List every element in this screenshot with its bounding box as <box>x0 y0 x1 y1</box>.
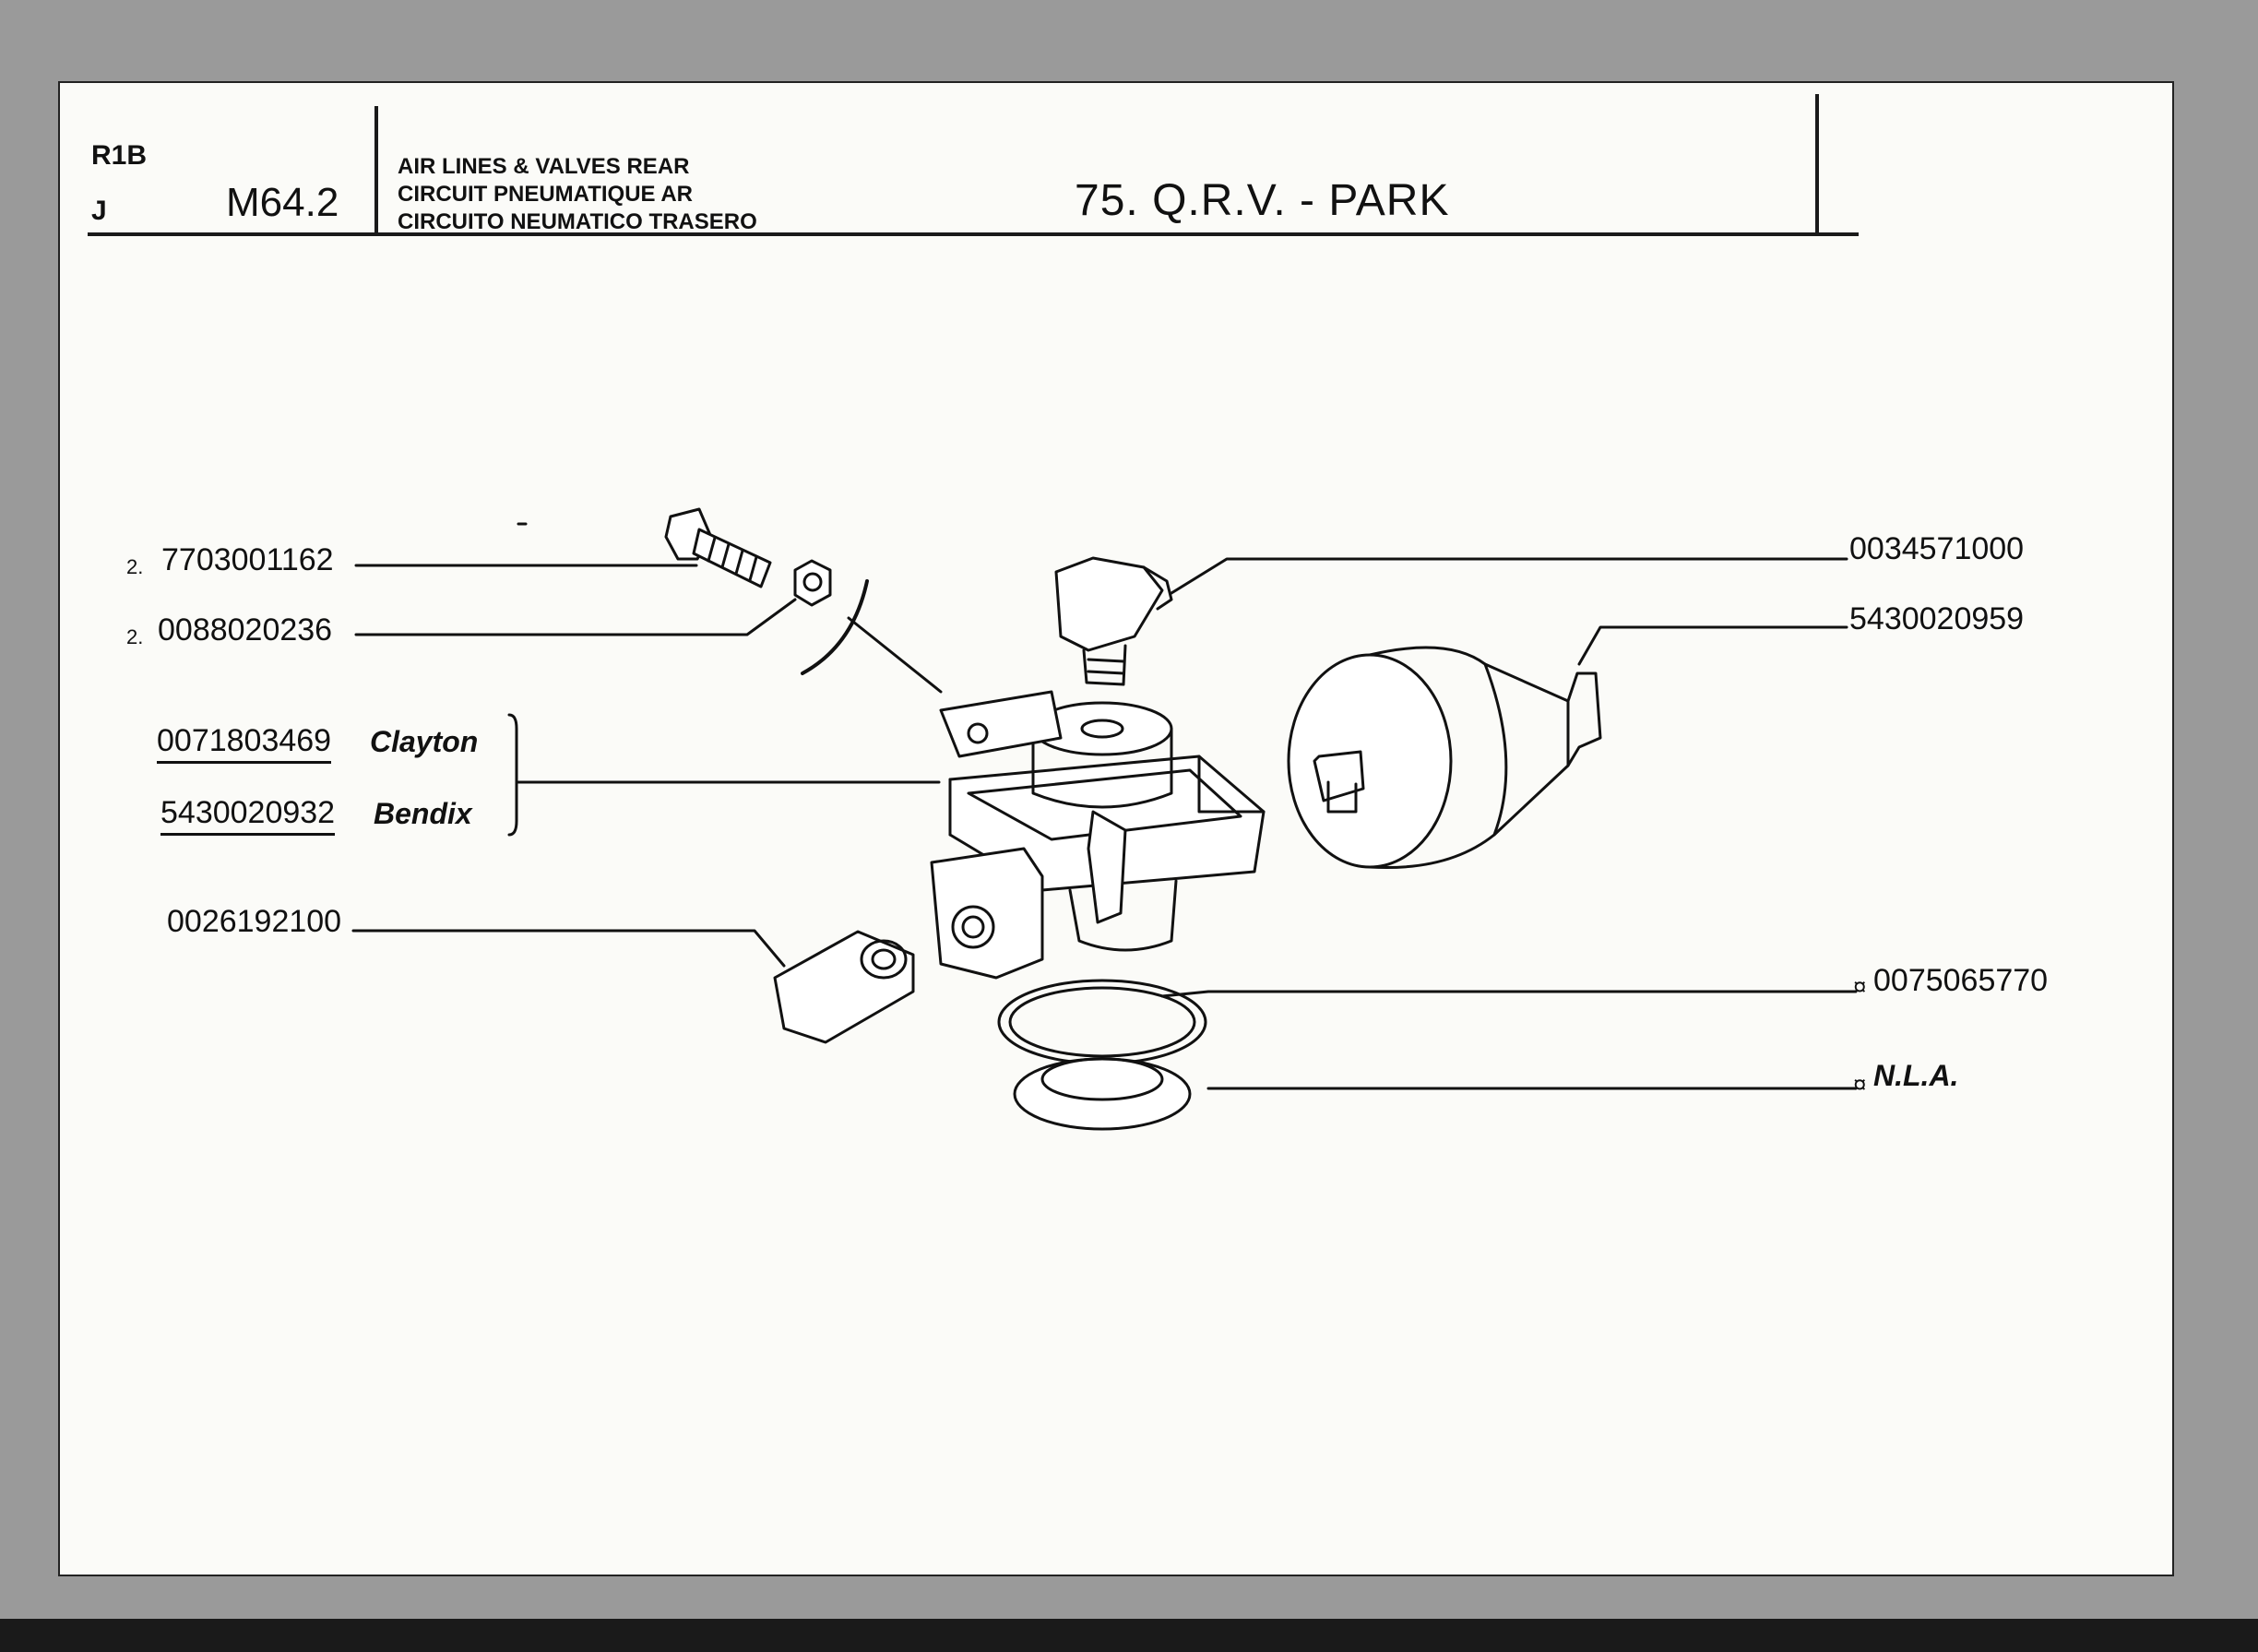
union-fitting-icon <box>1054 556 1173 686</box>
brake-chamber-icon <box>1287 646 1602 870</box>
nut-icon <box>793 559 869 675</box>
page-title: 75. Q.R.V. - PARK <box>1075 176 1450 225</box>
header-desc-1: AIR LINES & VALVES REAR <box>398 154 690 179</box>
page-code-top: R1B <box>91 140 148 171</box>
seal-ring-icon <box>997 979 1207 1065</box>
page-code-bottom: J <box>91 196 107 226</box>
section-code: M64.2 <box>226 180 339 225</box>
nla-label: N.L.A. <box>1873 1059 1959 1092</box>
qty-label: 2. <box>126 625 144 648</box>
star-marker: ¤ <box>1853 972 1867 1000</box>
part-number-union: 0034571000 <box>1849 531 2025 566</box>
part-number-valve-bendix: 5430020932 <box>160 795 336 836</box>
header-divider-right <box>1815 94 1819 235</box>
header-desc-3: CIRCUITO NEUMATICO TRASERO <box>398 209 757 234</box>
seal-plate-icon <box>1013 1057 1192 1131</box>
elbow-fitting-icon <box>773 930 915 1044</box>
quick-release-valve-icon <box>930 690 1266 980</box>
scan-bottom-strip <box>0 1619 2258 1652</box>
maker-clayton: Clayton <box>370 725 479 758</box>
header-divider-left <box>374 106 378 235</box>
header-rule <box>88 232 1859 236</box>
bolt-icon <box>664 507 772 588</box>
part-number-seal-ring: 0075065770 <box>1873 963 2049 998</box>
part-number-elbow: 0026192100 <box>167 904 342 939</box>
part-number-chamber: 5430020959 <box>1849 601 2025 636</box>
header-desc-2: CIRCUIT PNEUMATIQUE AR <box>398 182 693 207</box>
qty-label: 2. <box>126 555 144 578</box>
part-number-bolt: 7703001162 <box>161 542 334 577</box>
part-number-nut: 0088020236 <box>158 612 333 648</box>
part-number-valve-clayton: 0071803469 <box>157 723 332 764</box>
star-marker: ¤ <box>1853 1070 1867 1098</box>
maker-bendix: Bendix <box>374 797 472 830</box>
